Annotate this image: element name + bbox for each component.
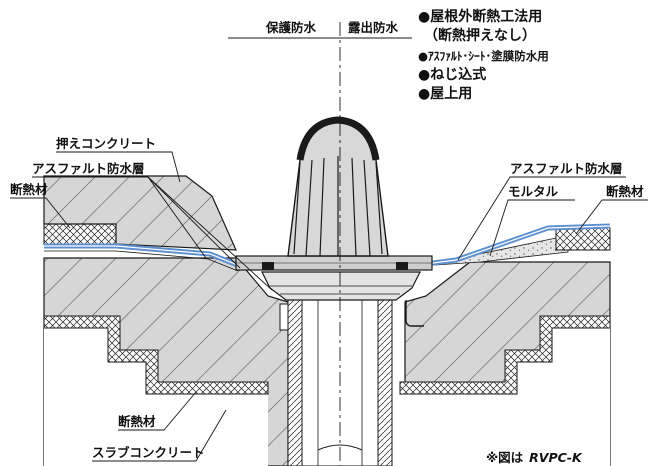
drain-pipe-right-wall: [377, 299, 393, 466]
label-press-concrete: 押えコンクリート: [56, 136, 156, 151]
model-name: RVPC-K: [529, 450, 583, 465]
feature-item: ●屋上用: [418, 86, 472, 102]
left-insulation: [43, 223, 117, 245]
label-insulation-bottom: 断熱材: [118, 414, 156, 429]
feature-item: ●屋根外断熱工法用: [418, 8, 542, 25]
label-asphalt-left: アスファルト防水層: [32, 161, 145, 176]
label-insulation-left: 断熱材: [10, 182, 48, 197]
label-insulation-right: 断熱材: [606, 184, 644, 199]
feature-item: ●ｱｽﾌｧﾙﾄ･ｼｰﾄ･塗膜防水用: [418, 49, 549, 63]
strainer-ribs: [293, 156, 383, 257]
label-mortar: モルタル: [508, 184, 559, 199]
feature-item: ●ねじ込式: [418, 66, 486, 83]
label-slab-concrete: スラブコンクリート: [92, 445, 205, 460]
press-concrete: [43, 175, 237, 251]
label-exposed-waterproof: 露出防水: [348, 20, 399, 35]
feature-list: ●屋根外断熱工法用 （断熱押えなし） ●ｱｽﾌｧﾙﾄ･ｼｰﾄ･塗膜防水用 ●ねじ…: [418, 8, 549, 102]
drain-pipe-left-wall: [287, 299, 303, 466]
right-insulation: [555, 227, 611, 251]
label-protection-waterproof: 保護防水: [265, 20, 317, 35]
feature-item: （断熱押えなし）: [424, 27, 536, 44]
label-asphalt-right: アスファルト防水層: [510, 161, 623, 176]
